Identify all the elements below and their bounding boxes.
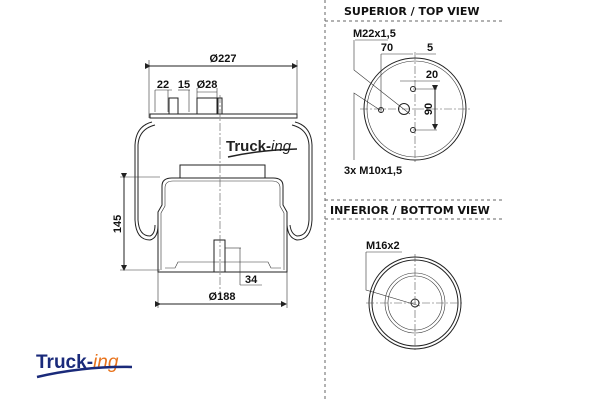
top-view: SUPERIOR / TOP VIEW M22x1,5 70 5 20 90 3… (344, 5, 480, 177)
bellows-logo-suffix: ing (271, 138, 292, 155)
air-port (196, 97, 218, 115)
brand-logo: Truck-ing (36, 352, 133, 379)
dim-34: 34 (245, 274, 258, 286)
dim-20: 20 (426, 69, 438, 81)
brand-logo-suffix: ing (93, 352, 119, 373)
bolt-stud (168, 97, 179, 115)
leader-line (365, 252, 421, 307)
piston-base (165, 261, 281, 269)
top-view-heading: SUPERIOR / TOP VIEW (344, 5, 480, 18)
bellows-left (134, 121, 159, 241)
bellows-logo-main: Truck- (226, 138, 271, 155)
bellows-right-inner (289, 124, 310, 237)
piston-cap (179, 164, 266, 178)
bellows-right (286, 121, 313, 241)
port-thread-label: M22x1,5 (353, 28, 396, 40)
top-plate (149, 113, 298, 119)
bolt-thread-label: 3x M10x1,5 (344, 165, 402, 177)
air-port-hole (398, 103, 410, 115)
dim-port-diameter: Ø28 (197, 79, 218, 91)
bottom-view: INFERIOR / BOTTOM VIEW M16x2 (330, 204, 490, 352)
dim-height: 145 (112, 215, 124, 233)
bottom-view-heading: INFERIOR / BOTTOM VIEW (330, 204, 490, 217)
dim-22: 22 (157, 79, 169, 91)
bellows-left-inner (137, 124, 156, 237)
dim-top-diameter: Ø227 (210, 53, 237, 65)
brand-logo-main: Truck- (36, 352, 93, 373)
brand-logo-swoosh (36, 365, 133, 379)
dim-base-diameter: Ø188 (209, 291, 236, 303)
bellows-logo-swoosh (227, 148, 298, 158)
dim-15: 15 (178, 79, 190, 91)
bottom-stud (213, 239, 226, 273)
piston (157, 177, 288, 273)
piston-inner-wall (160, 180, 285, 270)
dim-70: 70 (381, 42, 393, 54)
leader-line (353, 92, 381, 160)
side-view: Ø227 22 15 Ø28 145 34 Ø188 Truck-ing (112, 53, 313, 308)
leader-line (353, 40, 411, 115)
bottom-thread-label: M16x2 (366, 240, 400, 252)
dim-5: 5 (427, 42, 433, 54)
dim-90: 90 (423, 103, 435, 115)
